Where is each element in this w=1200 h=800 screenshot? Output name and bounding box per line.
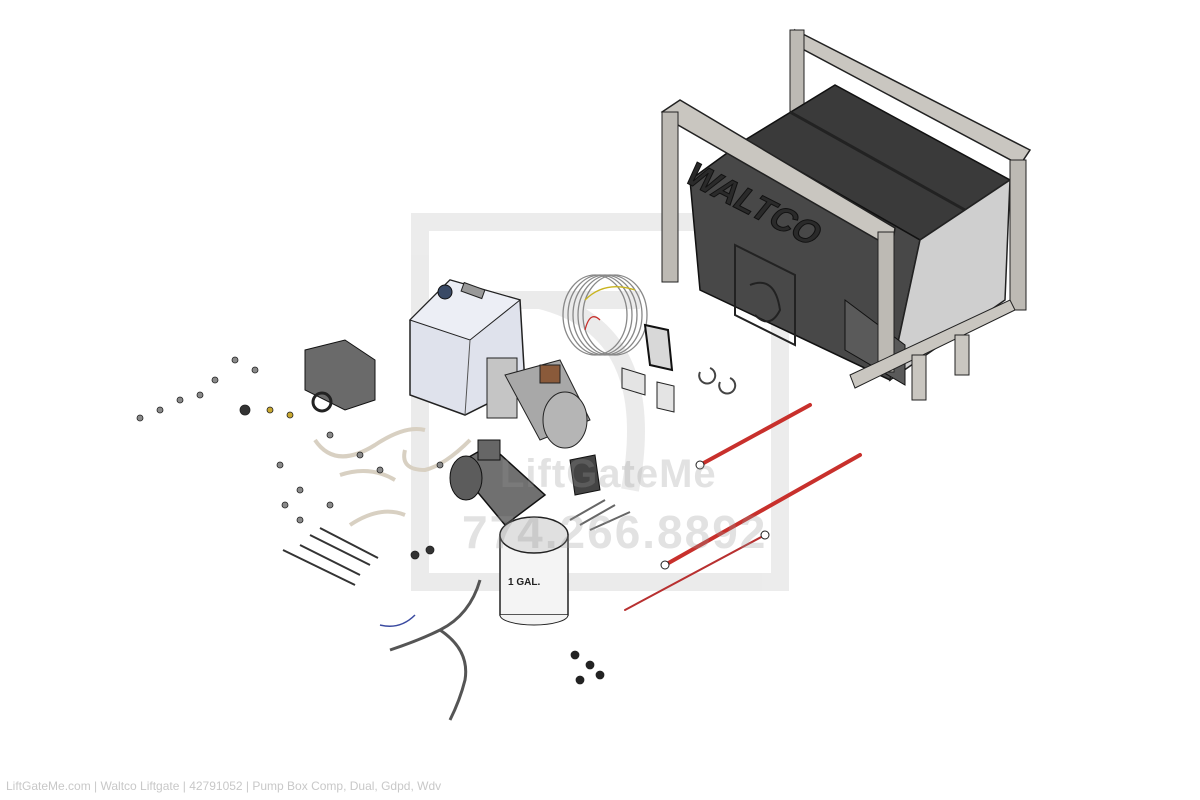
watermark-phone: 774.266.8892 (462, 506, 768, 558)
pump-motor-lower (449, 439, 547, 527)
image-caption: LiftGateMe.com | Waltco Liftgate | 42791… (6, 779, 442, 793)
watermark-brand: LiftGateMe (500, 452, 717, 496)
control-switch (643, 323, 674, 372)
clips (698, 367, 737, 395)
decals (621, 367, 675, 413)
terminal-rods (569, 499, 631, 531)
valve-block (304, 339, 376, 413)
wire-harness (379, 579, 482, 721)
fasteners (136, 356, 605, 685)
oil-container-label: 1 GAL. (508, 577, 540, 588)
oil-container: 1 GAL. (499, 516, 569, 626)
solenoid-relay (569, 454, 601, 496)
pump-motor-upper (486, 357, 591, 449)
battery-cables (624, 403, 862, 611)
hoses (313, 427, 472, 527)
pump-box: WALTCO (660, 28, 1032, 401)
cable-ties (282, 527, 379, 586)
coil-cord (562, 274, 648, 356)
